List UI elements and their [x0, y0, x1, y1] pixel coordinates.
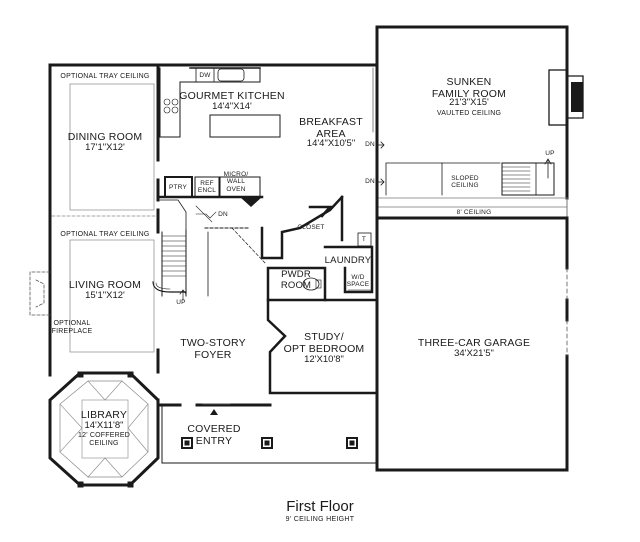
breakfast-dims: 14'4"X10'5" [306, 138, 356, 149]
dw-label: DW [199, 72, 211, 79]
ref-encl-name: REF ENCL [197, 180, 217, 195]
optional-fireplace [29, 271, 51, 316]
plan-title: First Floor [286, 498, 354, 515]
pantry-name: PTRY [168, 184, 188, 191]
family-room-name: SUNKEN FAMILY ROOM [431, 76, 507, 101]
library-column [77, 371, 84, 378]
entry-name: COVERED ENTRY [187, 423, 241, 448]
living-tray-ceiling [69, 239, 155, 353]
family-fireplace [548, 69, 568, 126]
family-room-dims: 21'3"X15' [449, 97, 489, 108]
sloped-ceiling-label: SLOPED CEILING [451, 175, 479, 190]
ceiling-band [376, 197, 568, 208]
study-dims: 12'X10'8" [304, 354, 344, 365]
dn-label-1: DN [365, 141, 375, 148]
plan-subtitle: 9' CEILING HEIGHT [285, 516, 355, 523]
library-dims: 14'X11'8" [84, 420, 124, 431]
closet-walls [260, 195, 344, 260]
breakfast-name: BREAKFAST AREA [299, 116, 363, 141]
family-room-note: VAULTED CEILING [436, 110, 502, 117]
tray-ceiling-note-2: OPTIONAL TRAY CEILING [60, 231, 150, 238]
dining-room-name: DINING ROOM [67, 131, 143, 143]
dn-label-2: DN [365, 178, 375, 185]
t-mark: T [361, 236, 367, 243]
micro-oven-name: MICRO/ WALL OVEN [223, 171, 249, 193]
kitchen-dims: 14'4"X14' [212, 101, 252, 112]
powder-room-name: PWDR ROOM [280, 269, 312, 291]
living-room-name: LIVING ROOM [68, 279, 142, 291]
up-main-label: UP [176, 299, 186, 306]
dining-tray-ceiling [69, 83, 155, 211]
tray-ceiling-note-1: OPTIONAL TRAY CEILING [60, 73, 150, 80]
fireplace-note: OPTIONAL FIREPLACE [51, 320, 93, 336]
kitchen-counter [159, 67, 261, 138]
wd-space-label: W/D SPACE [346, 274, 370, 289]
kitchen-name: GOURMET KITCHEN [179, 90, 285, 102]
entry-arrow [210, 409, 218, 415]
kitchen-island [209, 114, 281, 138]
dn-main-label: DN [218, 211, 228, 218]
dining-room-dims: 17'1"X12' [85, 142, 125, 153]
main-stair [161, 229, 187, 297]
laundry-walls [323, 245, 374, 294]
garage-dims: 34'X21'5" [454, 348, 494, 359]
study-name: STUDY/ OPT BEDROOM [283, 331, 365, 356]
closet-name: CLOSET [297, 224, 325, 231]
garage-name: THREE-CAR GARAGE [417, 337, 531, 349]
closet-chamfer [240, 197, 262, 207]
laundry-name: LAUNDRY [324, 255, 372, 266]
living-room-dims: 15'1"X12' [85, 290, 125, 301]
foyer-name: TWO-STORY FOYER [180, 337, 246, 362]
eight-ceiling-label: 8' CEILING [456, 209, 492, 216]
up-family-label: UP [545, 150, 555, 157]
library-note: 12' COFFERED CEILING [78, 432, 130, 448]
library-name: LIBRARY [80, 409, 128, 421]
